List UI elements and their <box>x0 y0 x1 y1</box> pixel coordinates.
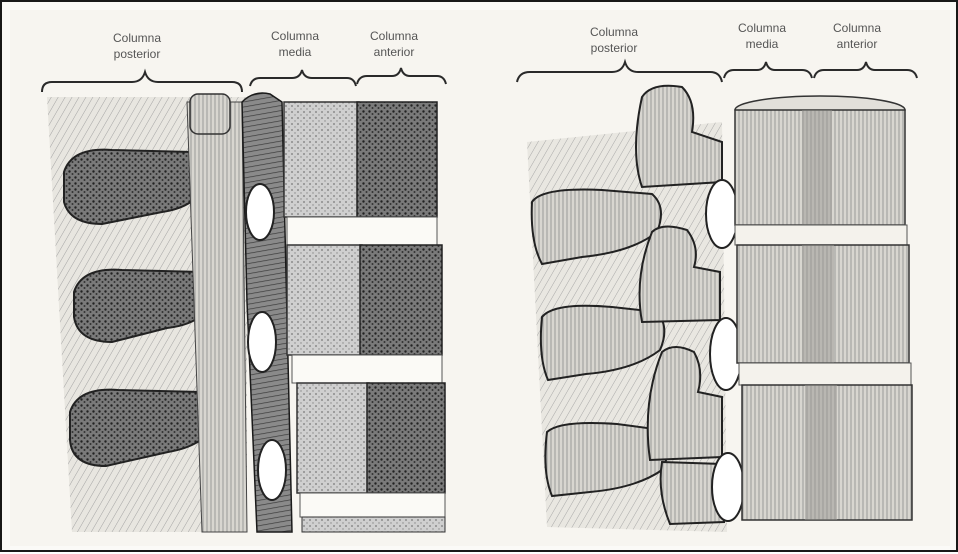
right-label-anterior: Columna anterior <box>822 20 892 52</box>
right-label-media: Columna media <box>727 20 797 52</box>
cylinder-body-1 <box>735 96 905 225</box>
foramen-3 <box>258 440 286 500</box>
bracket-anterior-left <box>357 68 446 84</box>
left-label-anterior: Columna anterior <box>359 28 429 60</box>
lateral-foramen-1 <box>706 180 738 248</box>
disc-1 <box>287 217 437 245</box>
bracket-media-left <box>250 70 356 86</box>
cylinder-disc-2 <box>739 363 911 385</box>
vertebral-body-1 <box>284 102 437 217</box>
vertebral-body-3 <box>297 383 445 493</box>
right-panel <box>517 62 917 532</box>
bracket-anterior-right <box>814 62 917 78</box>
disc-3 <box>300 493 445 517</box>
bracket-posterior-left <box>42 72 242 92</box>
left-label-posterior: Columna posterior <box>97 30 177 62</box>
lateral-foramen-3 <box>712 453 744 521</box>
foramen-1 <box>246 184 274 240</box>
bracket-posterior-right <box>517 62 722 82</box>
cylinder-body-3 <box>742 385 912 520</box>
cylinder-disc-1 <box>735 225 907 245</box>
disc-2 <box>292 355 442 383</box>
vertebral-body-2 <box>287 245 442 355</box>
left-panel <box>42 68 446 532</box>
cylinder-body-2 <box>737 245 909 363</box>
right-label-posterior: Columna posterior <box>574 24 654 56</box>
foramen-2 <box>248 312 276 372</box>
left-label-media: Columna media <box>260 28 330 60</box>
bracket-media-right <box>724 62 812 78</box>
